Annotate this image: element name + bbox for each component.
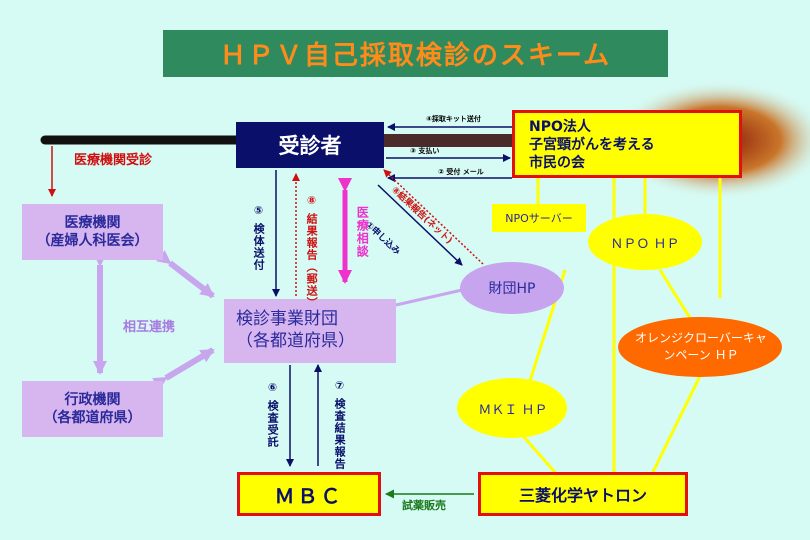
iryo-sodan-label: 医療相談 [355, 206, 370, 258]
arrow-step1 [377, 184, 463, 266]
npo-box: NPO法人 子宮頸がんを考える 市民の会 [512, 110, 742, 178]
orange-line2: ンペーン ＨＰ [663, 348, 739, 362]
zaidan-to-hp-line [395, 288, 463, 307]
npo-hp-node [588, 214, 702, 270]
step7-label: ⑦ 検査結果報告 [333, 379, 347, 470]
title-banner: ＨＰＶ自己採取検診のスキーム [163, 30, 668, 77]
orange-hp-node [618, 317, 782, 377]
mki-hp-label: ＭＫＩ ＨＰ [478, 402, 548, 418]
npo-line1: NPO法人 [529, 119, 591, 135]
iryo-jushin-label: 医療機関受診 [74, 153, 153, 168]
orange-line1: オレンジクローバーキャ [635, 331, 767, 345]
shiyaku-label: 試薬販売 [402, 499, 446, 512]
step6-label: ⑥ 検査受託 [266, 381, 280, 448]
step5-label: ⑤ 検体送付 [252, 204, 266, 271]
zaidan-hp-label: 財団HP [488, 281, 536, 297]
step2-label: ② 受付 メール [438, 168, 484, 176]
step3-label: ③ 支払い [410, 147, 440, 155]
gyosei-line1: 行政機関 [64, 392, 121, 408]
mki-hp-node [457, 378, 567, 438]
npo-hp-label: ＮＰＯ ＨＰ [610, 236, 680, 252]
step4-label: ④採取キット送付 [426, 115, 481, 123]
step8-mail-label: ⑧ 結果報告（郵送） [305, 194, 319, 309]
iryo-line1: 医療機関 [64, 215, 121, 231]
npo-line3: 市民の会 [529, 155, 585, 171]
timeline-bar-right [383, 134, 513, 147]
npo-server-box: NPOサーバー [492, 204, 586, 232]
mbc-box: ＭＢＣ [237, 472, 381, 516]
gyosei-line2: （各都道府県） [43, 410, 142, 426]
zaidan-line1: 検診事業財団 [236, 309, 338, 329]
gyosei-zaidan-link [152, 347, 215, 391]
jushinsha-box: 受診者 [236, 122, 384, 168]
jushinsha-label: 受診者 [278, 134, 342, 158]
mitsubishi-box: 三菱化学ヤトロン [478, 472, 688, 516]
zaidan-box: 検診事業財団 （各都道府県） [224, 299, 396, 363]
npo-line2: 子宮頸がんを考える [529, 137, 655, 153]
iryo-box: 医療機関 （産婦人科医会） [22, 204, 163, 260]
sogo-renkei-label: 相互連携 [123, 320, 176, 335]
zaidan-line2: （各都道府県） [236, 331, 355, 351]
iryo-line2: （産婦人科医会） [36, 233, 149, 249]
orange-hp-label: オレンジクローバーキャ ンペーン ＨＰ [620, 328, 782, 366]
arrow-step8-net [383, 169, 484, 265]
page-title: ＨＰＶ自己採取検診のスキーム [219, 41, 612, 71]
gyosei-box: 行政機関 （各都道府県） [22, 381, 163, 437]
zaidan-hp-node [460, 262, 564, 314]
iryo-zaidan-link [156, 250, 215, 299]
